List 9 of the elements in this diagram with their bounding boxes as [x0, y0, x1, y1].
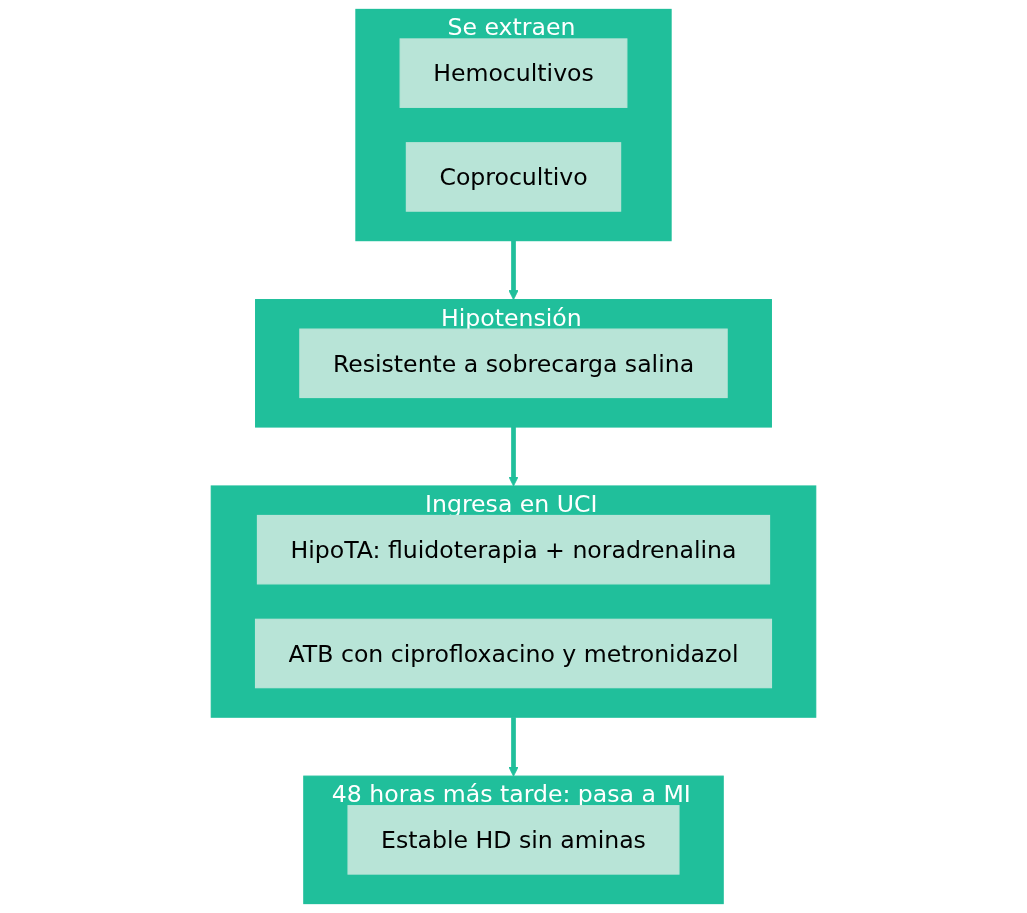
arrow — [508, 240, 519, 301]
node-box: Hemocultivos — [399, 38, 628, 108]
arrow — [508, 717, 519, 777]
node-box: Resistente a sobrecarga salina — [299, 328, 728, 399]
node-box: HipoTA: fluidoterapia + noradrenalina — [256, 514, 771, 585]
arrow — [508, 427, 519, 487]
node-box: ATB con ciprofloxacino y metronidazol — [254, 618, 773, 689]
node-box: Coprocultivo — [405, 142, 622, 212]
node-box: Estable HD sin aminas — [347, 805, 680, 875]
